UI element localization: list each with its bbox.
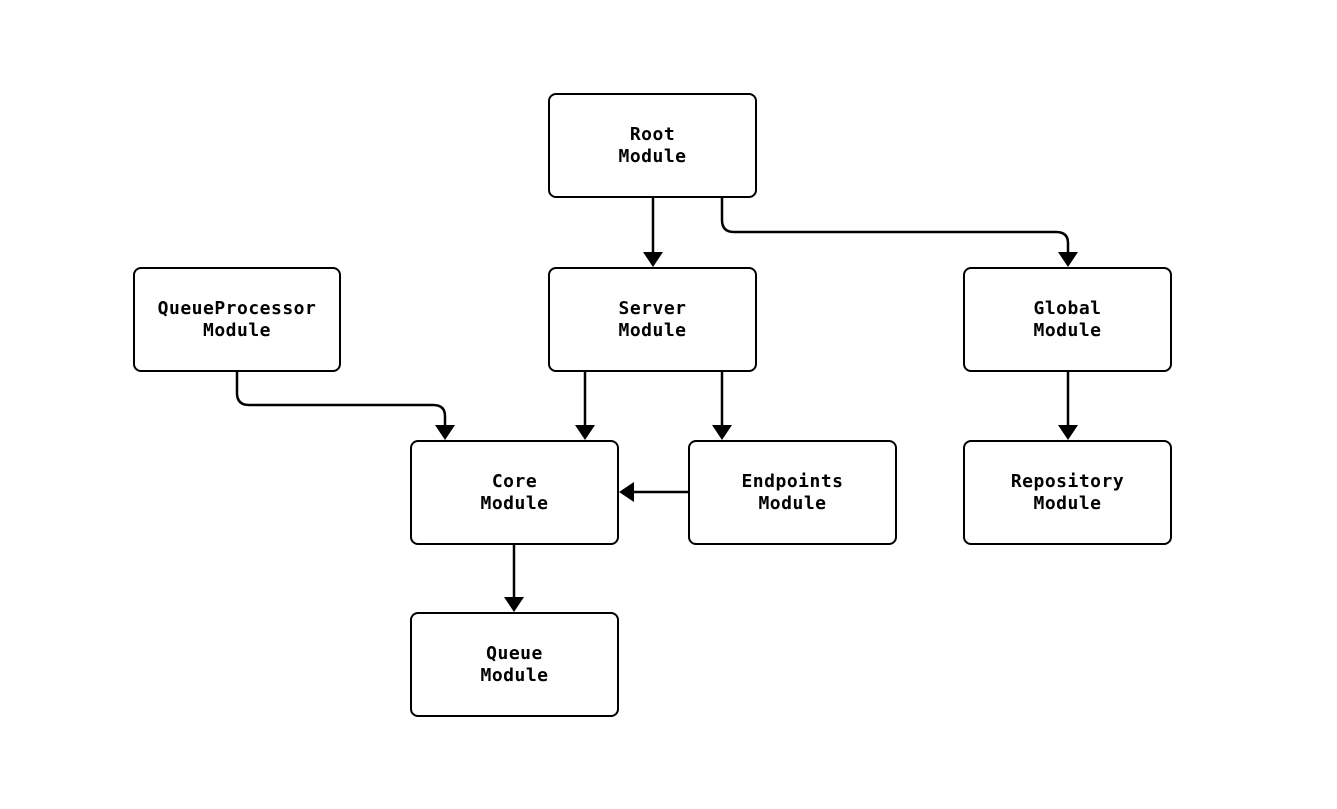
arrowhead-icon (504, 597, 524, 612)
edge-core-to-queue (504, 545, 524, 612)
node-server-module: Server Module (548, 267, 757, 372)
edge-root-to-server (643, 198, 663, 267)
node-global-module: Global Module (963, 267, 1172, 372)
node-repository-module: Repository Module (963, 440, 1172, 545)
node-label: Server Module (618, 297, 687, 341)
node-queue-module: Queue Module (410, 612, 619, 717)
node-label: Root Module (618, 123, 687, 167)
node-label: Repository Module (1010, 470, 1125, 514)
arrowhead-icon (1058, 252, 1078, 267)
node-label: Queue Module (480, 642, 549, 686)
edge-server-to-core (575, 372, 595, 440)
edge-queueprocessor-to-core (235, 372, 455, 440)
edge-server-to-endpoints (712, 372, 732, 440)
node-label: Core Module (480, 470, 549, 514)
edge-global-to-repository (1058, 372, 1078, 440)
node-root-module: Root Module (548, 93, 757, 198)
arrowhead-icon (619, 482, 634, 502)
arrowhead-icon (643, 252, 663, 267)
node-label: QueueProcessor Module (157, 297, 317, 341)
node-endpoints-module: Endpoints Module (688, 440, 897, 545)
node-label: Global Module (1033, 297, 1102, 341)
arrowhead-icon (1058, 425, 1078, 440)
edge-root-to-global (720, 198, 1078, 267)
arrowhead-icon (712, 425, 732, 440)
arrowhead-icon (575, 425, 595, 440)
node-label: Endpoints Module (741, 470, 844, 514)
node-core-module: Core Module (410, 440, 619, 545)
arrowhead-icon (435, 425, 455, 440)
node-queueprocessor-module: QueueProcessor Module (133, 267, 341, 372)
edge-endpoints-to-core (619, 482, 688, 502)
